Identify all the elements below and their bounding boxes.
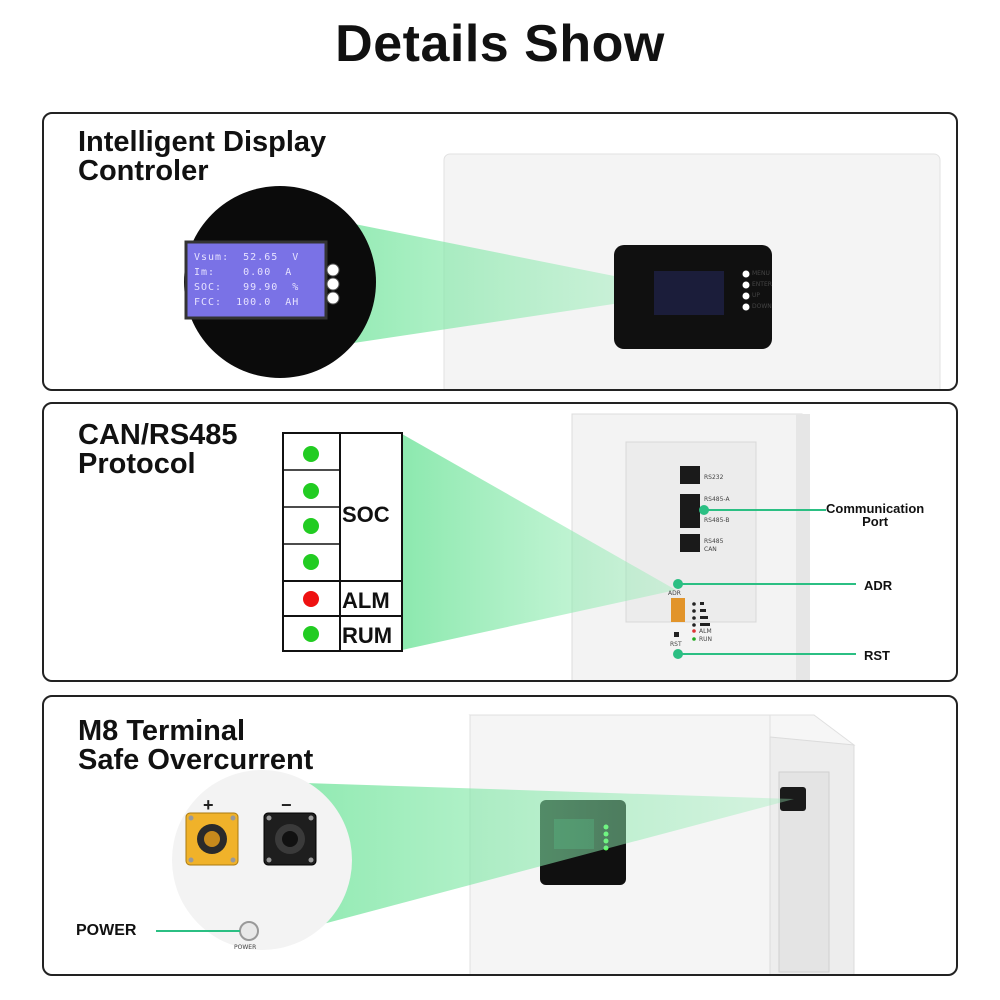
port-can: [680, 534, 700, 552]
zoom-beam: [402, 434, 676, 650]
device-side-edge: [796, 414, 810, 680]
device-lcd: [654, 271, 724, 315]
callout-adr: ADR: [864, 578, 893, 593]
device-button-down: [742, 303, 750, 311]
negative-sign: −: [281, 795, 292, 815]
zoom-beam: [274, 782, 794, 937]
section-title: Intelligent Display Controler: [78, 126, 327, 187]
button-label-enter: ENTER: [752, 281, 772, 288]
port-label-can: CAN: [704, 546, 717, 553]
section-title: CAN/RS485 Protocol: [78, 419, 238, 480]
soc-led-2: [692, 609, 696, 613]
lcd-line-im: Im: 0.00 A: [194, 267, 293, 278]
panel-label-run: RUN: [699, 636, 713, 643]
port-rs485: [680, 494, 700, 528]
port-label-rs485: RS485: [704, 538, 724, 545]
port-label-rs485a: RS485-A: [704, 496, 730, 503]
table-label-run: RUM: [342, 623, 393, 648]
lcd-line-fcc: FCC: 100.0 AH: [194, 297, 300, 308]
panel-label-alm: ALM: [699, 628, 712, 635]
display-illustration: [184, 153, 941, 389]
soc-indicator-3: [303, 518, 319, 534]
panel-label-rst: RST: [670, 641, 682, 648]
port-rs232: [680, 466, 700, 484]
lcd-line-soc: SOC: 99.90 %: [194, 282, 300, 293]
power-button: [239, 921, 259, 941]
soc-indicator-4: [303, 554, 319, 570]
display-controller-panel: Intelligent Display Controler Vsum: 52.6…: [42, 112, 958, 391]
section-title: M8 Terminal Safe Overcurrent: [78, 715, 314, 776]
panel-label-adr: ADR: [668, 590, 681, 597]
callout-rst: RST: [864, 648, 890, 663]
device-button-up: [742, 292, 750, 300]
rst-button: [674, 632, 679, 637]
alm-led: [692, 629, 696, 633]
soc-led-3: [692, 616, 696, 620]
soc-led-1: [692, 602, 696, 606]
soc-indicator-2: [303, 483, 319, 499]
callout-communication-port: Communication Port: [826, 501, 925, 529]
device-button-menu: [742, 270, 750, 278]
protocol-panel: CAN/RS485 Protocol SOC ALM RUM RS232 RS4…: [42, 402, 958, 682]
table-label-soc: SOC: [342, 502, 390, 527]
positive-sign: +: [203, 795, 214, 815]
zoom-button-1: [326, 263, 340, 277]
button-label-up: UP: [752, 292, 761, 299]
soc-indicator-1: [303, 446, 319, 462]
protocol-illustration: [282, 413, 856, 680]
soc-led-4: [692, 623, 696, 627]
lcd-screen: [184, 240, 328, 320]
alm-indicator: [303, 591, 319, 607]
button-label-menu: MENU: [752, 270, 770, 277]
indicator-table: [282, 432, 403, 652]
button-label-down: DOWN: [752, 303, 772, 310]
dip-switch: [671, 598, 685, 622]
zoom-button-2: [326, 277, 340, 291]
port-label-rs232: RS232: [704, 474, 724, 481]
run-indicator: [303, 626, 319, 642]
terminal-panel: M8 Terminal Safe Overcurrent + − POWER P…: [42, 695, 958, 976]
lcd-line-vsum: Vsum: 52.65 V: [194, 252, 300, 263]
power-label-small: POWER: [234, 944, 257, 951]
terminal-illustration: [156, 714, 856, 974]
zoom-button-3: [326, 291, 340, 305]
callout-power: POWER: [76, 922, 137, 939]
run-led: [692, 637, 696, 641]
port-label-rs485b: RS485-B: [704, 517, 730, 524]
table-label-alm: ALM: [342, 588, 390, 613]
zoom-beam: [280, 209, 694, 354]
page-title: Details Show: [335, 15, 665, 73]
device-button-enter: [742, 281, 750, 289]
